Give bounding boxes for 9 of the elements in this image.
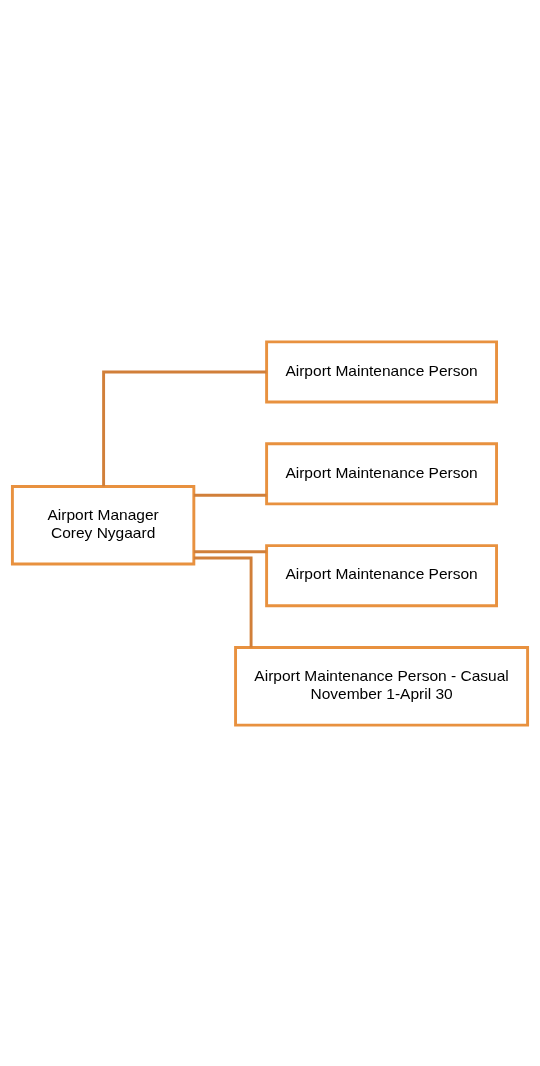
connector xyxy=(193,549,267,553)
node-box: Airport Maintenance Person xyxy=(265,543,498,607)
connector xyxy=(193,555,253,647)
connector xyxy=(102,370,267,486)
node-box: Airport Maintenance Person - Casual November 1-April 30 xyxy=(234,645,530,727)
node-box: Airport Maintenance Person xyxy=(265,339,498,403)
node-box: Airport Maintenance Person xyxy=(265,441,498,505)
node-box: Airport Manager Corey Nygaard xyxy=(10,484,196,565)
connector xyxy=(193,493,267,497)
